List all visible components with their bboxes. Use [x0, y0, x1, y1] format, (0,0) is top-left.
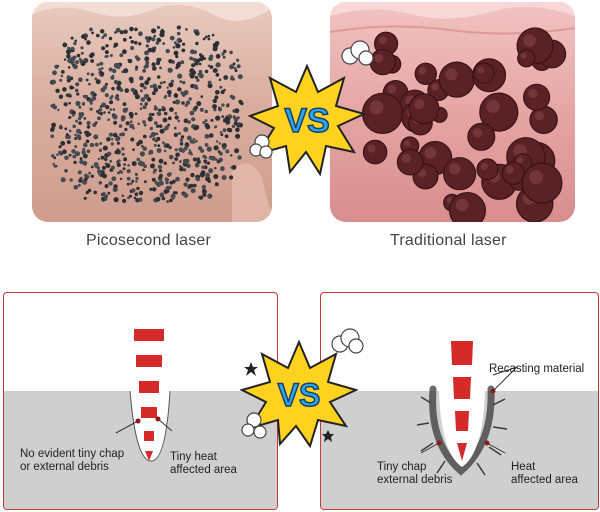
label-heat-affected-line1: Heat [511, 461, 536, 473]
label-tiny-chap: Tiny chap external debris [377, 461, 452, 487]
picosecond-skin-illustration [32, 2, 272, 222]
right-caption: Traditional laser [390, 232, 507, 249]
vs-burst-bottom: VS [240, 340, 358, 448]
traditional-cross-section-panel: Recasting material Tiny chap external de… [320, 292, 599, 510]
label-tiny-heat-line2: affected area [170, 464, 237, 476]
label-recasting: Recasting material [489, 363, 585, 375]
fine-pigment-particles [32, 2, 272, 222]
traditional-skin-illustration [330, 2, 575, 222]
label-tiny-heat-line1: Tiny heat [170, 451, 217, 463]
label-heat-affected: Heat affected area [511, 461, 578, 487]
left-caption: Picosecond laser [86, 232, 212, 249]
label-tiny-chap-line1: Tiny chap [377, 461, 427, 473]
vs-burst-top: VS [248, 64, 366, 176]
star-icon [244, 362, 258, 376]
label-no-chap: No evident tiny chap or external debris [20, 448, 124, 474]
traditional-beam-diagram [416, 341, 518, 476]
label-tiny-heat: Tiny heat affected area [170, 451, 237, 477]
picosecond-beam-diagram [115, 329, 173, 462]
coarse-pigment-clusters [330, 2, 575, 222]
label-no-chap-line1: No evident tiny chap [20, 448, 125, 460]
vs-label-bottom: VS [278, 377, 321, 413]
label-heat-affected-line2: affected area [511, 474, 578, 486]
label-tiny-chap-line2: external debris [377, 474, 453, 486]
smoke-puff-icon-bottom [331, 328, 364, 354]
star-icon [322, 430, 334, 442]
label-no-chap-line2: or external debris [20, 461, 109, 473]
vs-label-top: VS [284, 102, 329, 140]
picosecond-cross-section-panel: No evident tiny chap or external debris … [3, 292, 278, 510]
smoke-puff-icon [341, 40, 374, 66]
